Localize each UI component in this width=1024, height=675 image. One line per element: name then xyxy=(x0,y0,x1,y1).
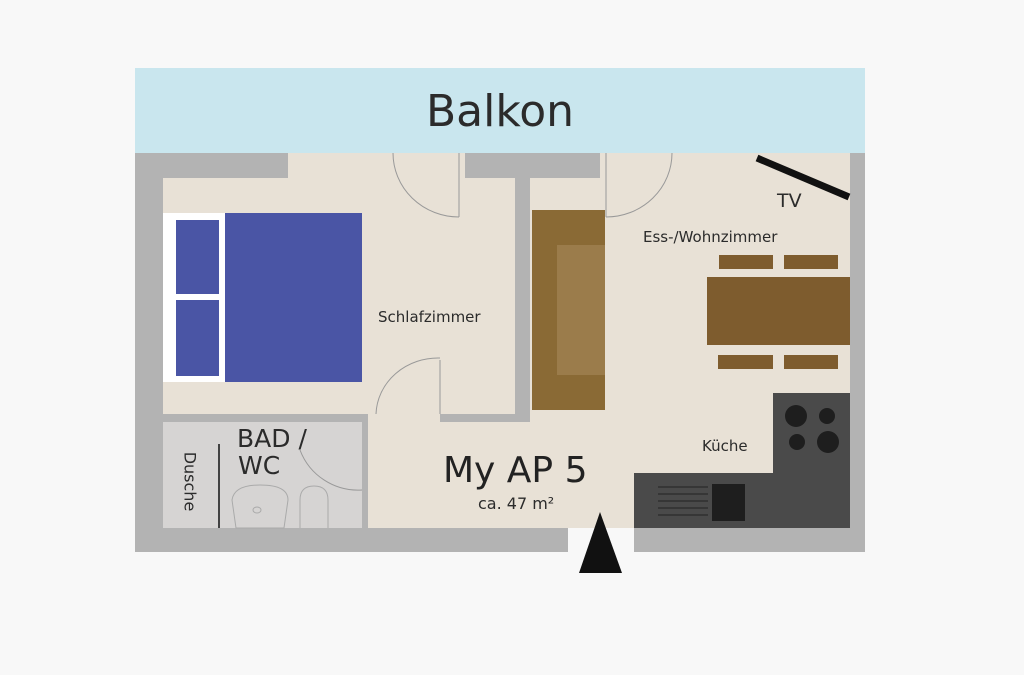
room-label-bedroom: Schlafzimmer xyxy=(378,308,481,326)
sofa-seat xyxy=(557,245,605,375)
floor-top-opening-2 xyxy=(600,153,850,178)
room-label-shower: Dusche xyxy=(180,451,200,512)
balcony xyxy=(135,68,865,153)
toilet-icon xyxy=(299,485,329,528)
chair xyxy=(784,355,838,369)
washbasin-icon xyxy=(231,484,289,529)
wall-bath-hall xyxy=(362,422,368,528)
room-label-kitchen: Küche xyxy=(702,437,748,455)
room-label-bath-2: WC xyxy=(238,451,281,480)
apartment-area: ca. 47 m² xyxy=(478,494,555,513)
stove-burners-icon xyxy=(785,405,839,453)
bed xyxy=(225,213,362,382)
drain-board-icon xyxy=(658,486,708,516)
wall-bedroom-bath xyxy=(163,414,368,422)
pillow xyxy=(176,300,219,376)
dining-table xyxy=(707,277,850,345)
balcony-label: Balkon xyxy=(425,86,575,137)
tv-label: TV xyxy=(777,190,802,212)
floor-top-opening-1 xyxy=(288,153,465,178)
room-label-bath-1: BAD / xyxy=(237,424,307,453)
chair xyxy=(784,255,838,269)
tv-icon xyxy=(755,154,851,201)
entrance-arrow-icon xyxy=(579,512,622,573)
chair xyxy=(718,355,773,369)
apartment-name: My AP 5 xyxy=(443,450,588,491)
chair xyxy=(719,255,773,269)
room-label-living: Ess-/Wohnzimmer xyxy=(643,228,778,246)
wall-bedroom-hall xyxy=(440,414,530,422)
wall-bedroom-living xyxy=(515,178,530,420)
pillow xyxy=(176,220,219,294)
bathroom-floor xyxy=(163,422,362,528)
sink xyxy=(712,484,745,521)
door-swings xyxy=(299,152,673,491)
